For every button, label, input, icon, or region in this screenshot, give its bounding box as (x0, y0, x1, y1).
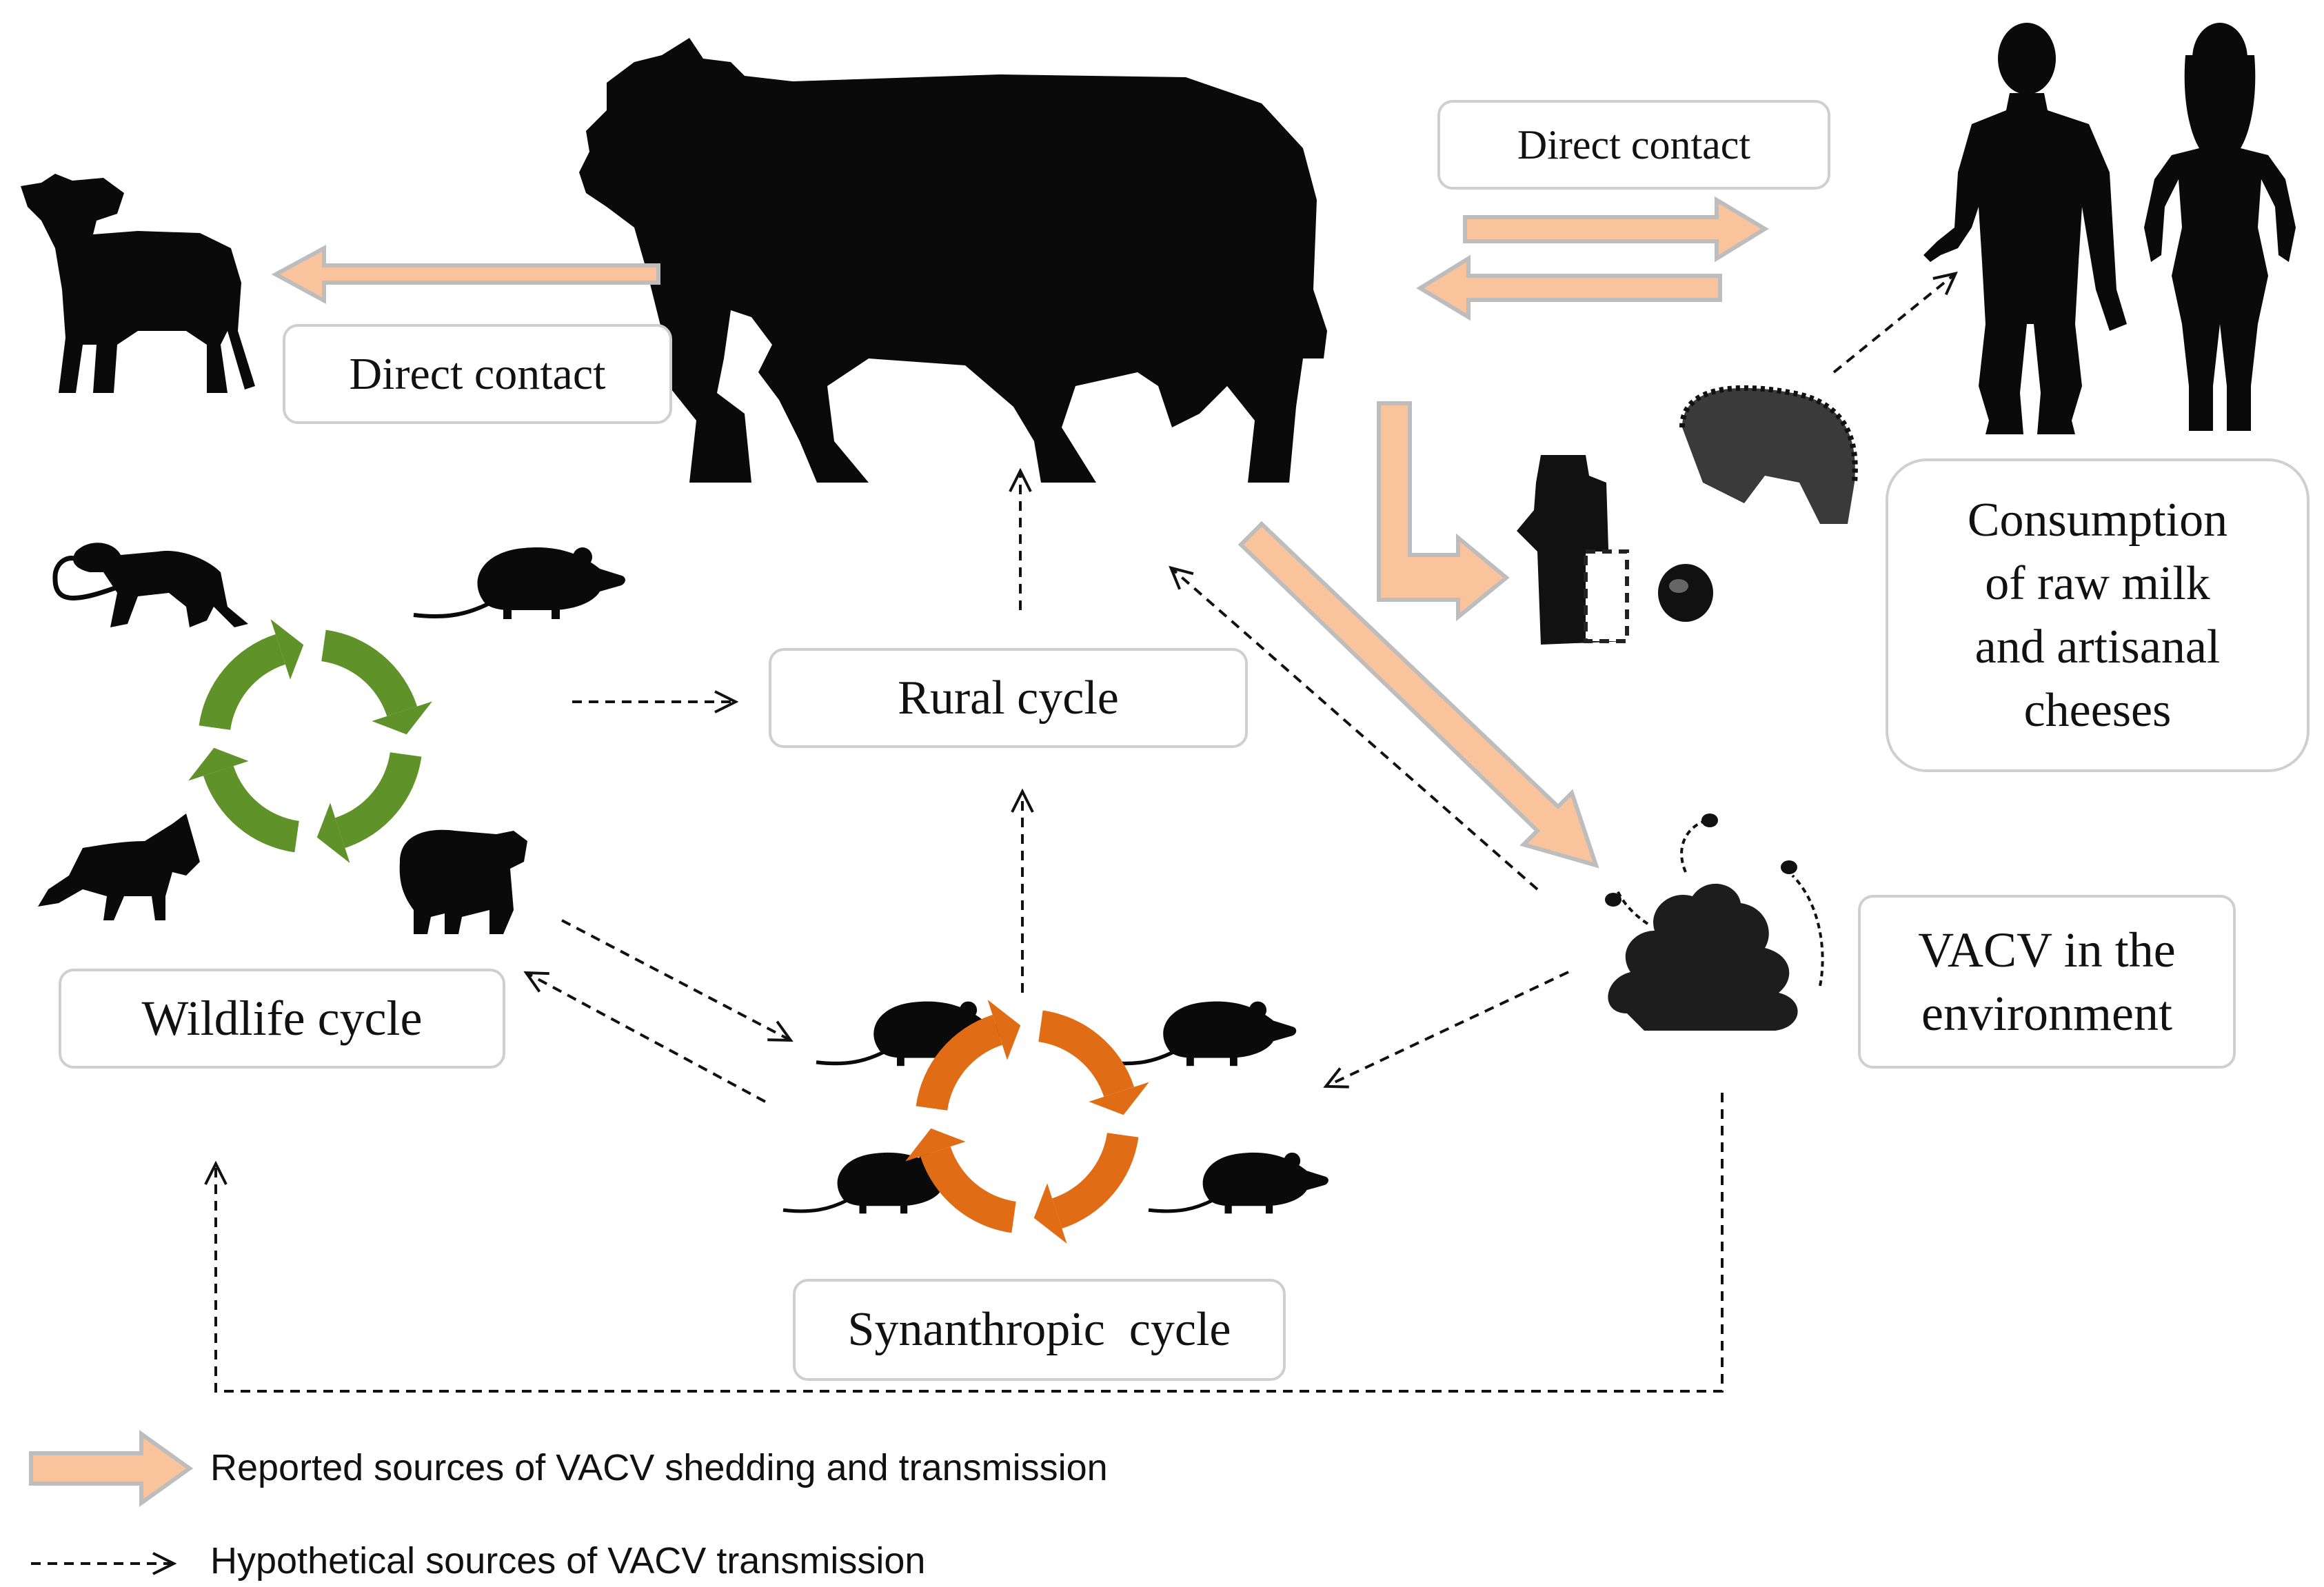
wildlife-cycle-text: Wildlife cycle (141, 991, 423, 1046)
legend-hypothetical-text: Hypothetical sources of VACV transmissio… (210, 1540, 926, 1581)
consumption-line-1: Consumption (1967, 493, 2228, 547)
reported-arrow-cow-to-milk (1377, 401, 1510, 622)
dashed-arrow-cheese-to-human (1832, 274, 1954, 374)
dashed-arrow-feces-to-synanthropic (1327, 971, 1569, 1086)
cycle-arrow-segment (1052, 1133, 1139, 1229)
calf-contact-text: Direct contact (349, 348, 606, 399)
environment-label: VACV in the environment (1858, 895, 2236, 1069)
rat-icon (1106, 1002, 1296, 1067)
environment-line-1: VACV in the (1918, 922, 2176, 978)
cycle-arrow-segment (321, 629, 418, 716)
feces-icon (1608, 883, 1798, 1031)
synanthropic-cycle-text: Synanthropic cycle (847, 1303, 1231, 1356)
cycle-arrow-segment (199, 634, 285, 730)
capybara-icon (399, 829, 527, 934)
fly-icon (1615, 819, 1824, 987)
fly-icon (1605, 813, 1797, 907)
reported-arrow-cow-to-feces (1237, 520, 1599, 869)
reported-arrow-human-to-cow (1416, 254, 1722, 321)
fox-icon (38, 813, 200, 920)
cycle-arrowhead (372, 701, 432, 735)
reported-arrow-cow-to-human (1463, 196, 1769, 263)
legend-reported-arrow (29, 1430, 194, 1507)
rural-cycle-label: Rural cycle (769, 648, 1248, 748)
dashed-arrow-synanthropic-to-wildlife (527, 973, 766, 1103)
cycle-arrowhead (987, 1000, 1021, 1060)
reported-arrow-cow-to-calf (271, 244, 660, 305)
cycle-arrow-segment (203, 766, 299, 853)
wildlife-cycle-icon (188, 619, 432, 863)
dashed-arrow-feces-to-cow (1172, 569, 1539, 891)
cycle-arrowhead (1089, 1082, 1149, 1115)
cycle-arrowhead (1033, 1183, 1067, 1244)
cycle-arrow-segment (335, 752, 422, 849)
consumption-label: Consumption of raw milk and artisanal ch… (1886, 458, 2310, 772)
milk-can-icon (1517, 455, 1713, 645)
hypothetical-transmission-arrows (216, 274, 1954, 1393)
cycle-arrow-segment (920, 1146, 1016, 1233)
cycle-arrow-segment (1038, 1010, 1135, 1097)
cycle-arrowhead (270, 619, 304, 680)
environment-line-2: environment (1921, 986, 2172, 1041)
cheese-icon (1679, 385, 1858, 524)
calf-contact-label: Direct contact (283, 324, 672, 424)
reported-transmission-arrows (271, 196, 1769, 869)
cycle-arrowhead (188, 747, 249, 781)
dashed-arrow-environment-to-wildlife (216, 1093, 1724, 1393)
dashed-arrow-wildlife-to-synanthropic (561, 919, 789, 1040)
cycle-arrowhead (316, 802, 350, 863)
calf-icon (21, 174, 255, 393)
synanthropic-cycle-label: Synanthropic cycle (793, 1279, 1286, 1381)
wildlife-cycle-label: Wildlife cycle (59, 969, 505, 1069)
cycle-arrow-segment (916, 1014, 1002, 1111)
opossum-icon (414, 547, 625, 619)
human-contact-text: Direct contact (1517, 121, 1751, 168)
human-contact-label: Direct contact (1437, 100, 1830, 190)
man-icon (1923, 23, 2127, 434)
woman-icon (2144, 23, 2296, 431)
legend-reported-text: Reported sources of VACV shedding and tr… (210, 1447, 1108, 1488)
synanthropic-cycle-icon (905, 1000, 1149, 1244)
cycle-arrowhead (905, 1128, 966, 1162)
rural-cycle-text: Rural cycle (898, 671, 1119, 725)
consumption-line-2: of raw milk (1985, 556, 2210, 610)
monkey-icon (52, 543, 248, 627)
cow-icon (579, 38, 1327, 483)
consumption-line-3: and artisanal (1974, 620, 2221, 674)
rat-icon (1149, 1153, 1328, 1213)
consumption-line-4: cheeses (2023, 683, 2172, 737)
